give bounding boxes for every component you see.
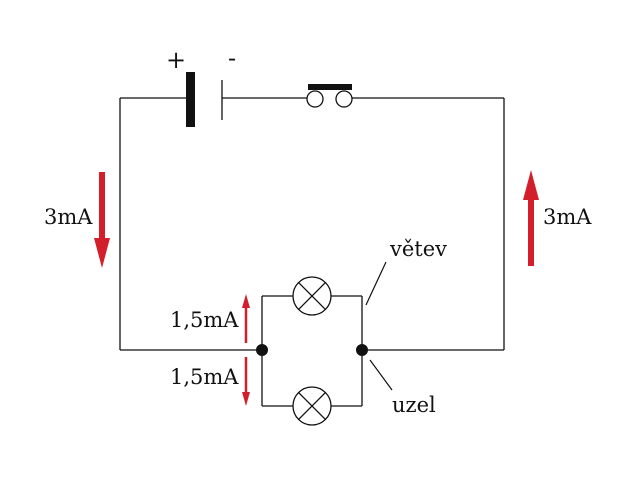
junction-dot-left <box>256 344 268 356</box>
arrow-down-icon-lower-branch <box>242 357 250 406</box>
wires <box>119 97 505 407</box>
junction-dot-right <box>356 344 368 356</box>
callout-line-branch <box>365 261 387 306</box>
switch-bar <box>308 84 352 90</box>
current-label-left-main: 3mA <box>44 205 93 229</box>
battery-long-plate <box>186 72 195 127</box>
lamp-icon-lower <box>292 386 332 426</box>
callout-label-branch: větev <box>389 237 447 261</box>
current-label-lower-branch: 1,5mA <box>170 365 239 389</box>
callout-label-node: uzel <box>392 393 436 417</box>
current-arrows <box>94 170 539 406</box>
battery-icon: + - <box>166 44 236 127</box>
current-label-upper-branch: 1,5mA <box>170 308 239 332</box>
arrow-up-icon-upper-branch <box>242 294 250 343</box>
callout-line-node <box>369 359 393 391</box>
switch-contact-right <box>335 90 353 108</box>
battery-minus-label: - <box>228 44 236 72</box>
battery-plus-label: + <box>166 46 186 74</box>
arrow-down-icon-left-main <box>94 172 110 268</box>
switch-contact-left <box>306 90 324 108</box>
lamp-icon-upper <box>292 276 332 316</box>
arrow-up-icon-right-main <box>523 170 539 266</box>
current-label-right-main: 3mA <box>543 205 592 229</box>
push-button-switch-icon <box>306 84 353 108</box>
